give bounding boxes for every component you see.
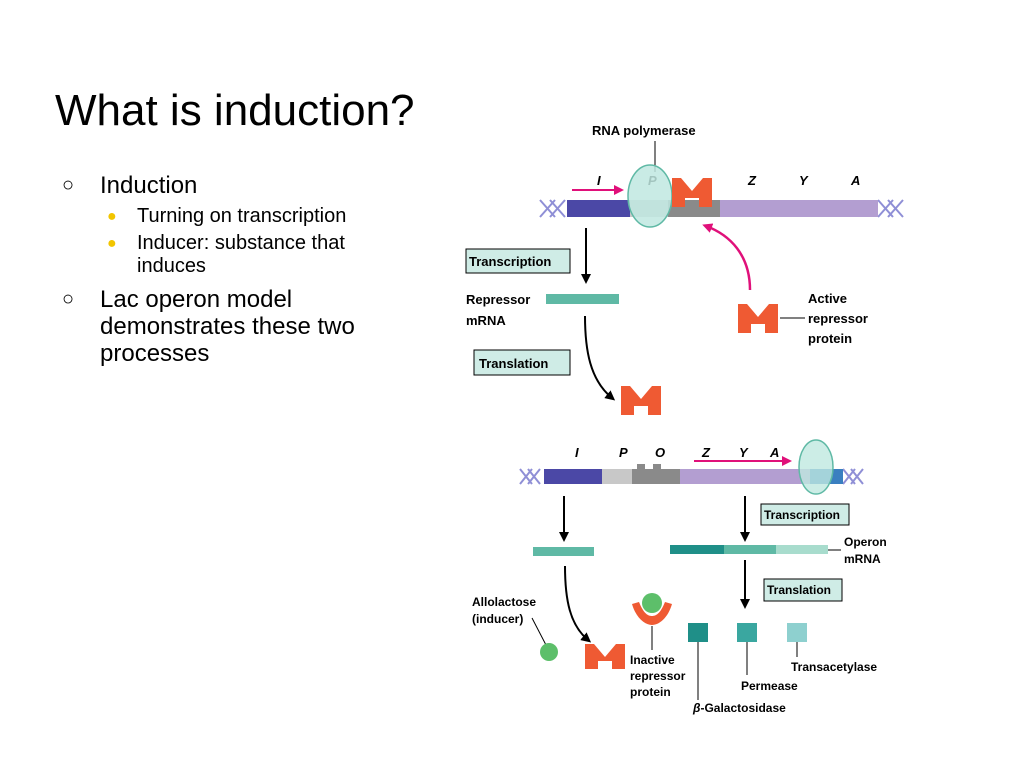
permease-label: Permease — [741, 679, 798, 693]
repressor-binding-arrow — [702, 223, 752, 291]
gene-label-z-bottom: Z — [701, 445, 711, 460]
inactive-repressor-label-2: repressor — [630, 669, 686, 683]
gene-label-a-bottom: A — [769, 445, 779, 460]
bullet-lac-operon: ○ Lac operon model demonstrates these tw… — [62, 286, 392, 367]
allolactose-label-2: (inducer) — [472, 612, 523, 626]
bullet-text: Lac operon model demonstrates these two … — [100, 286, 355, 367]
hollow-circle-icon: ○ — [62, 174, 75, 196]
promoter-segment-bottom — [602, 469, 632, 484]
operon-mrna-z — [670, 545, 724, 554]
dna-helix-left-bottom — [519, 468, 541, 485]
operon-mrna-y — [724, 545, 776, 554]
active-repressor-label-2: repressor — [808, 311, 868, 326]
transcription-label-bottom: Transcription — [764, 508, 840, 522]
rna-polymerase-label: RNA polymerase — [592, 123, 696, 138]
bound-inducer-icon — [642, 593, 662, 613]
transcription-label: Transcription — [469, 254, 551, 269]
sub-bullet-turning-on: ● Turning on transcription — [107, 205, 392, 228]
rna-polymerase-shape-bottom — [798, 439, 834, 495]
operon-mrna-label-1: Operon — [844, 535, 887, 549]
translation-box-bottom — [763, 578, 843, 602]
translation-label: Translation — [479, 356, 548, 371]
beta-symbol: β — [692, 701, 701, 715]
sub-bullet-text: Inducer: substance that induces — [137, 232, 345, 277]
gene-label-a: A — [850, 173, 860, 188]
bullet-text: Induction — [100, 172, 198, 199]
zya-segment-bottom — [680, 469, 810, 484]
permease-icon — [737, 623, 757, 642]
hollow-circle-icon: ○ — [62, 288, 75, 310]
active-repressor-icon — [738, 304, 778, 333]
gene-label-z: Z — [747, 173, 757, 188]
gene-label-i: I — [597, 173, 601, 188]
sub-bullet-text: Turning on transcription — [137, 205, 347, 227]
transcription-box-bottom — [760, 503, 850, 526]
transacetylase-icon — [787, 623, 807, 642]
bound-repressor-icon — [672, 178, 712, 207]
beta-galactosidase-label: β-Galactosidase — [692, 701, 786, 715]
translation-arrow — [584, 315, 616, 401]
gene-label-p-bottom: P — [619, 445, 628, 460]
inactive-repressor-icon — [632, 602, 672, 625]
translation-box — [473, 349, 571, 376]
inactive-repressor-label-1: Inactive — [630, 653, 675, 667]
repressor-translation-arrow — [564, 565, 592, 643]
allolactose-label-1: Allolactose — [472, 595, 536, 609]
operator-segment-bottom — [632, 464, 680, 484]
rna-polymerase-shape — [627, 164, 673, 228]
bullet-list: ○ Induction ● Turning on transcription ●… — [62, 172, 392, 373]
repressor-mrna-label-2: mRNA — [466, 313, 506, 328]
slide-title: What is induction? — [55, 86, 415, 135]
repressor-mrna-strand — [546, 294, 619, 304]
gene-label-i-bottom: I — [575, 445, 579, 460]
operon-mrna-a — [776, 545, 828, 554]
active-repressor-label-3: protein — [808, 331, 852, 346]
i-gene-segment-bottom — [544, 469, 602, 484]
zya-segment — [720, 200, 878, 217]
operon-mrna-label-2: mRNA — [844, 552, 881, 566]
repressor-protein-icon-bottom — [585, 644, 625, 669]
active-repressor-label-1: Active — [808, 291, 847, 306]
beta-galactosidase-icon — [688, 623, 708, 642]
dna-helix-right-bottom — [842, 468, 864, 485]
inactive-repressor-label-3: protein — [630, 685, 671, 699]
repressor-mrna-strand-bottom — [533, 547, 594, 556]
galactosidase-text: -Galactosidase — [700, 701, 786, 715]
transcription-box — [465, 248, 571, 274]
translation-label-bottom: Translation — [767, 583, 831, 597]
i-gene-segment — [567, 200, 630, 217]
dna-helix-right — [877, 199, 904, 218]
allolactose-pointer — [531, 617, 547, 646]
gene-label-y: Y — [799, 173, 809, 188]
bullet-induction: ○ Induction — [62, 172, 392, 199]
yellow-dot-icon: ● — [107, 235, 117, 252]
allolactose-inducer-icon — [540, 643, 558, 661]
transacetylase-label: Transacetylase — [791, 660, 877, 674]
gene-label-o-bottom: O — [655, 445, 665, 460]
repressor-protein-icon — [621, 386, 661, 415]
dna-helix-left — [539, 199, 566, 218]
yellow-dot-icon: ● — [107, 208, 117, 225]
gene-label-y-bottom: Y — [739, 445, 749, 460]
sub-bullet-inducer: ● Inducer: substance that induces — [107, 232, 392, 278]
repressor-mrna-label-1: Repressor — [466, 292, 530, 307]
